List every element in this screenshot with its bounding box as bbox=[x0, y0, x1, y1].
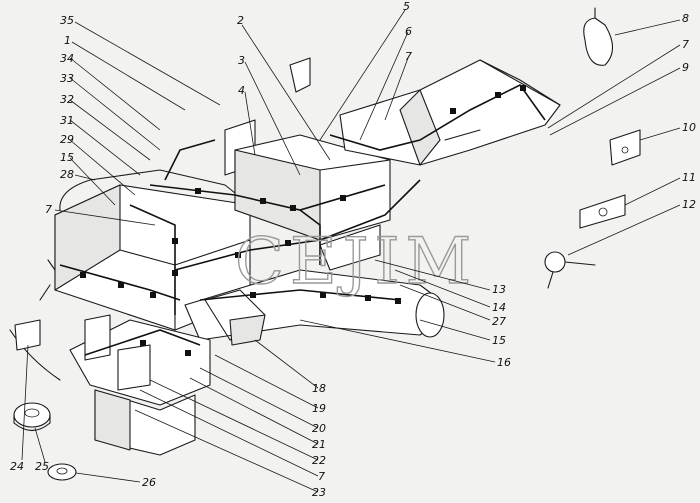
callout-34: 34 bbox=[60, 52, 74, 65]
callout-18: 18 bbox=[312, 382, 326, 395]
callout-25: 25 bbox=[35, 460, 49, 473]
callout-19: 19 bbox=[312, 402, 326, 415]
callout-7: 7 bbox=[45, 203, 52, 216]
callout-7c: 7 bbox=[682, 38, 689, 51]
callout-4: 4 bbox=[238, 84, 245, 97]
base-platform bbox=[9, 284, 211, 456]
part-26-grommet bbox=[47, 463, 77, 481]
callout-20: 20 bbox=[312, 422, 326, 435]
part-25-grommet bbox=[13, 402, 51, 432]
part-5-bracket bbox=[289, 57, 311, 93]
callout-6: 6 bbox=[405, 25, 412, 38]
rear-box bbox=[224, 119, 391, 271]
part-12-plug bbox=[544, 251, 596, 289]
callout-32: 32 bbox=[60, 93, 74, 106]
callout-35: 35 bbox=[60, 14, 74, 27]
callout-7d: 7 bbox=[318, 470, 325, 483]
part-8-grommet-cap bbox=[583, 7, 614, 66]
callout-14: 14 bbox=[492, 301, 506, 314]
callout-7b: 7 bbox=[405, 50, 412, 63]
callout-33: 33 bbox=[60, 72, 74, 85]
callout-24: 24 bbox=[10, 460, 24, 473]
callout-16: 16 bbox=[497, 356, 511, 369]
callout-3: 3 bbox=[238, 54, 245, 67]
part-10-clamp bbox=[609, 129, 641, 166]
callout-23: 23 bbox=[312, 486, 326, 499]
callout-10: 10 bbox=[682, 121, 696, 134]
callout-22: 22 bbox=[312, 454, 326, 467]
callout-15b: 15 bbox=[492, 334, 506, 347]
callout-9: 9 bbox=[682, 61, 689, 74]
cab-body bbox=[47, 169, 251, 331]
callout-27: 27 bbox=[492, 315, 506, 328]
callout-15: 15 bbox=[60, 151, 74, 164]
callout-1: 1 bbox=[64, 34, 71, 47]
callout-13: 13 bbox=[492, 283, 506, 296]
callout-labels: 35 1 34 33 32 31 29 15 28 7 2 3 4 5 6 7 … bbox=[10, 0, 696, 499]
callout-12: 12 bbox=[682, 198, 696, 211]
callout-21: 21 bbox=[312, 438, 326, 451]
callout-8: 8 bbox=[682, 12, 689, 25]
leader-lines bbox=[21, 9, 681, 493]
part-11-bracket bbox=[579, 194, 626, 229]
harness-clips bbox=[80, 85, 526, 356]
callout-5: 5 bbox=[403, 0, 410, 13]
callout-31: 31 bbox=[60, 114, 74, 127]
callout-29: 29 bbox=[60, 133, 74, 146]
callout-28: 28 bbox=[60, 168, 74, 181]
callout-11: 11 bbox=[682, 171, 696, 184]
callout-26: 26 bbox=[142, 476, 156, 489]
watermark: CEJIM bbox=[235, 225, 477, 299]
callout-2: 2 bbox=[237, 14, 244, 27]
part-24-clamp bbox=[14, 319, 41, 351]
long-tube bbox=[184, 269, 445, 346]
